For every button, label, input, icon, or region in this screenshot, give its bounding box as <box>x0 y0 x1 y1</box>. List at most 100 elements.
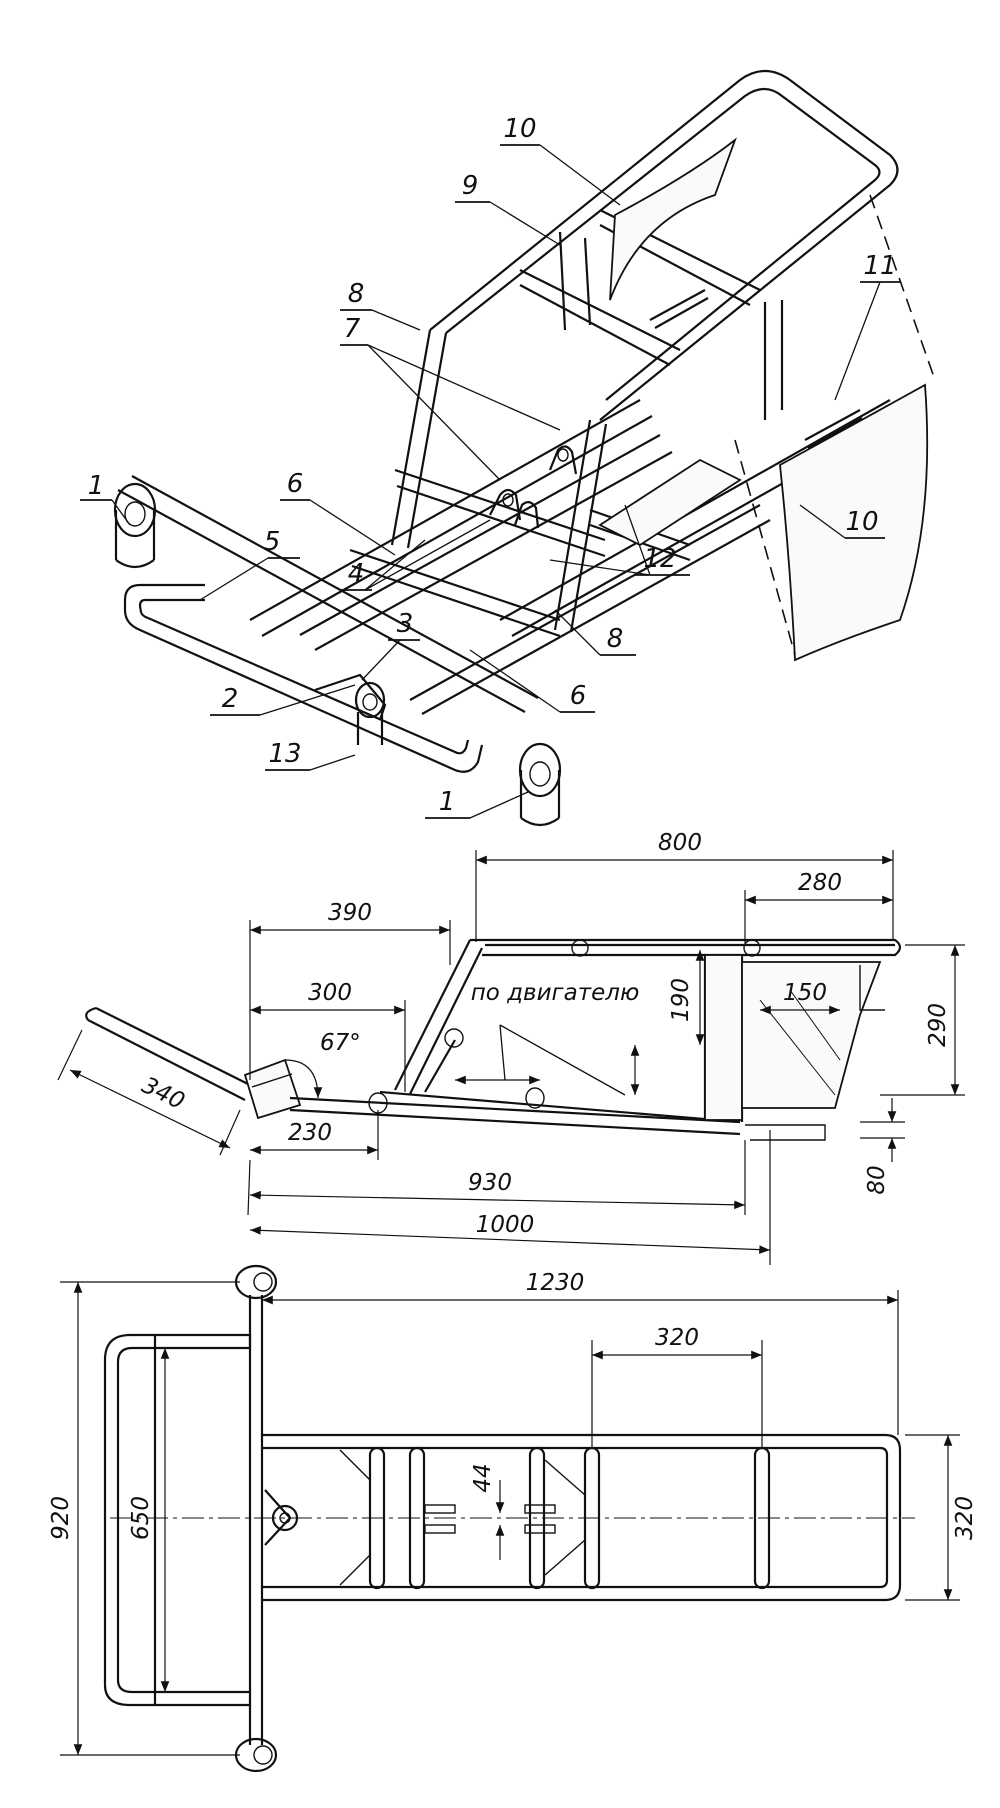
rear-foot <box>745 1124 826 1141</box>
dim-320-right: 320 <box>905 1434 978 1601</box>
fender-10-upper <box>609 137 737 301</box>
front-crossbar-5 <box>117 475 539 713</box>
callout-label: 7 <box>344 314 361 344</box>
callout-label: 8 <box>607 624 624 654</box>
plan-view: 1230 320 920 650 44 320 <box>48 1264 978 1773</box>
dim-label: 650 <box>128 1496 154 1540</box>
callout-13: 13 <box>265 739 356 771</box>
callout-label: 10 <box>845 507 878 537</box>
callout-label: 11 <box>863 251 896 281</box>
rear-bracket <box>741 961 885 1109</box>
side-view: 800 280 390 300 67° 340 <box>57 830 965 1265</box>
callout-label: 12 <box>643 544 676 574</box>
wheel-mount-right <box>518 742 562 827</box>
callout-label: 10 <box>503 114 536 144</box>
front-strut <box>368 939 545 1114</box>
callout-label: 5 <box>264 527 281 557</box>
callout-8-top: 8 <box>340 279 421 331</box>
callout-5: 5 <box>199 527 300 601</box>
plan-cross-tubes <box>368 1446 771 1590</box>
callout-6-bottom: 6 <box>469 649 595 713</box>
dim-290: 290 <box>880 944 965 1096</box>
dim-label: 1000 <box>476 1212 535 1238</box>
dim-280: 280 <box>744 870 893 945</box>
callout-label: 8 <box>348 279 365 309</box>
dim-label: 280 <box>798 870 842 896</box>
dim-label: 150 <box>783 980 827 1006</box>
callout-1-left: 1 <box>80 471 131 526</box>
isometric-view: 1 5 6 8 7 9 1 <box>80 69 936 827</box>
dim-390: 390 <box>249 900 451 1080</box>
callout-3: 3 <box>361 609 420 681</box>
dim-label: 67° <box>320 1030 361 1056</box>
seat-springs <box>649 289 863 449</box>
dim-930: 930 <box>247 1140 746 1216</box>
uprights-8 <box>390 329 608 633</box>
plan-front-crossbar <box>248 1295 264 1745</box>
top-rail <box>470 938 902 957</box>
dim-label: 920 <box>48 1496 74 1540</box>
dim-1230: 1230 <box>262 1270 899 1435</box>
callout-label: 6 <box>570 681 587 711</box>
plan-wheel-hub-bottom <box>234 1737 278 1773</box>
engine-brackets-7 <box>489 445 578 529</box>
lower-rail <box>289 1090 741 1136</box>
callout-label: 1 <box>439 787 456 817</box>
dim-650: 650 <box>128 1348 170 1692</box>
callout-4: 4 <box>340 519 491 591</box>
steering-head <box>243 1058 302 1120</box>
dim-300: 300 <box>250 980 406 1092</box>
callout-2: 2 <box>210 684 356 716</box>
main-spine-6 <box>299 434 771 715</box>
callout-10-bottom: 10 <box>799 504 885 539</box>
callout-label: 13 <box>268 739 301 769</box>
callout-label: 1 <box>88 471 105 501</box>
rear-plate-12 <box>598 458 742 547</box>
engine-note-label: по двигателю <box>471 980 640 1006</box>
dim-44: 44 <box>470 1463 505 1560</box>
dim-label: 230 <box>288 1120 332 1146</box>
dim-label: 290 <box>925 1003 951 1047</box>
callout-9: 9 <box>455 171 561 246</box>
callout-12: 12 <box>549 504 690 576</box>
dim-label: 340 <box>138 1072 189 1115</box>
callout-8-bottom: 8 <box>554 609 636 656</box>
dim-920: 920 <box>48 1281 240 1756</box>
callout-label: 9 <box>462 171 479 201</box>
plan-frame-rails <box>262 1433 902 1602</box>
dim-label: 930 <box>468 1170 512 1196</box>
dim-label: 390 <box>328 900 372 926</box>
callout-7: 7 <box>340 314 561 481</box>
callout-label: 4 <box>348 559 365 589</box>
dim-340: 340 <box>57 1029 241 1156</box>
callout-11: 11 <box>834 251 900 401</box>
callout-10-top: 10 <box>500 114 621 206</box>
plan-wheel-hub-top <box>234 1264 278 1300</box>
dim-67: 67° <box>284 1030 361 1099</box>
dim-230: 230 <box>250 1110 379 1160</box>
steering-bracket-2-3 <box>314 673 387 745</box>
dim-label: 300 <box>308 980 352 1006</box>
engine-note: по двигателю <box>455 980 640 1096</box>
dim-label: 320 <box>952 1496 978 1540</box>
dim-1000: 1000 <box>249 1130 771 1265</box>
callout-label: 2 <box>222 684 239 714</box>
callout-1-right: 1 <box>425 787 529 819</box>
dim-label: 800 <box>658 830 702 856</box>
callout-6-top: 6 <box>280 469 396 556</box>
dim-label: 80 <box>864 1165 890 1194</box>
callout-label: 3 <box>397 609 414 639</box>
plan-bumper <box>103 1333 252 1707</box>
dim-label: 1230 <box>526 1270 585 1296</box>
plan-steering-bracket <box>264 1489 299 1546</box>
top-frame <box>429 69 899 421</box>
dim-150: 150 <box>760 980 840 1015</box>
callout-label: 6 <box>287 469 304 499</box>
plan-gussets <box>339 1449 586 1586</box>
dim-320-top: 320 <box>591 1325 763 1448</box>
dim-label: 44 <box>470 1463 496 1492</box>
dim-label: 320 <box>655 1325 699 1351</box>
dim-800: 800 <box>475 830 894 942</box>
bumper-13 <box>123 583 484 773</box>
